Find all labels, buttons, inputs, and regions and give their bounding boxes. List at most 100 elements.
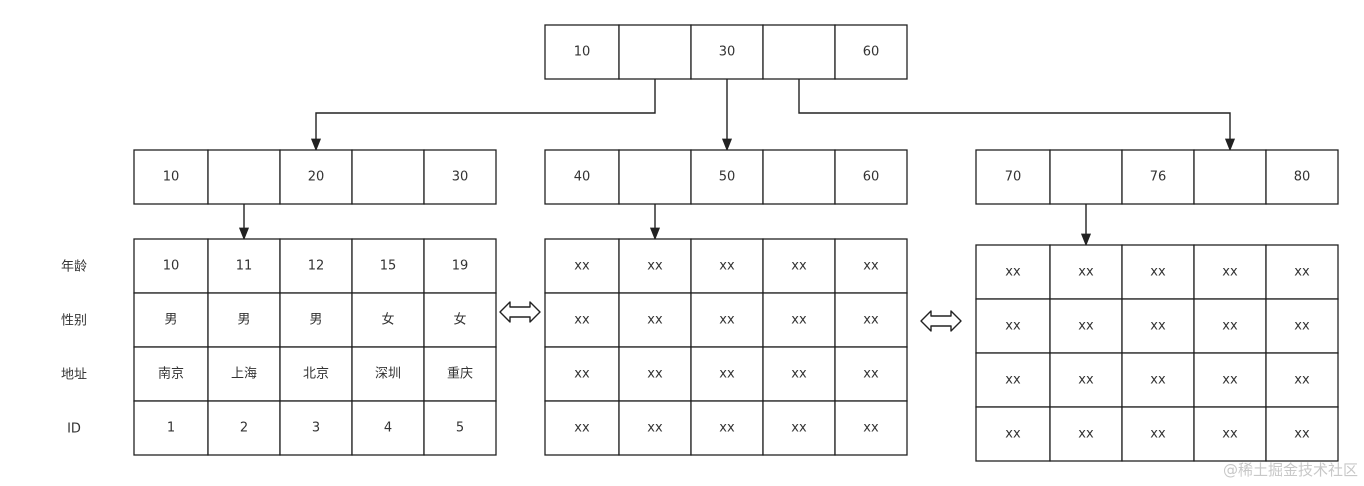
leaf-2-cell-box [834,292,908,348]
branch-2-key-cell-box [834,149,908,205]
leaf-3-cell-value: xx [1294,427,1310,442]
leaf-2-cell-box [544,346,620,402]
leaf-3-cell: xx [1121,244,1195,300]
leaf-3-cell-box [1049,244,1123,300]
leaf-3-cell: xx [975,352,1051,408]
leaf-3-cell-value: xx [1150,265,1166,280]
leaf-2-cell-value: xx [791,259,807,274]
branch-3-key-cell-value: 70 [1005,170,1022,185]
leaf-1-cell-value: 女 [453,312,466,328]
leaf-3-cell: xx [1193,244,1267,300]
leaf-2-cell-box [762,400,836,456]
leaf-1-cell-value: 男 [309,313,322,328]
leaf-3-cell-box [975,298,1051,354]
leaf-1-cell: 3 [279,400,353,456]
branch-2-key-cell-box [618,149,692,205]
leaf-link-arrow-2 [920,310,962,332]
branch-1-key-cell: 30 [423,149,497,205]
arrow-root-to-left-node [310,79,656,152]
row-label-id: ID [67,422,81,437]
leaf-3-cell: xx [1193,352,1267,408]
leaf-2-cell: xx [762,400,836,456]
leaf-2-cell-value: xx [863,367,879,382]
branch-2-key-cell-box [690,149,764,205]
leaf-1-cell-box [423,292,497,348]
leaf-3-cell-value: xx [1150,373,1166,388]
leaf-2-cell-value: xx [647,421,663,436]
leaf-2-cell: xx [834,346,908,402]
leaf-1-cell: 南京 [133,346,209,402]
leaf-2-cell-value: xx [863,313,879,328]
leaf-1-cell-value: 12 [308,259,325,274]
branch-1-key-cell-value: 20 [308,170,325,185]
leaf-1-cell-box [351,292,425,348]
leaf-2-cell-value: xx [863,421,879,436]
branch-2-key-cell: 50 [690,149,764,205]
leaf-1-cell: 男 [133,292,209,348]
leaf-1-cell-value: 5 [456,421,464,436]
leaf-3-cell-box [1265,298,1339,354]
leaf-1-cell-box [351,400,425,456]
leaf-3-cell-box [1193,406,1267,462]
leaf-2-cell-value: xx [647,367,663,382]
leaf-2-cell-box [544,238,620,294]
leaf-1-cell: 男 [279,292,353,348]
leaf-2-cell: xx [618,346,692,402]
leaf-1-cell-box [133,346,209,402]
leaf-2-cell-value: xx [574,313,590,328]
leaf-1-cell-value: 男 [164,313,177,328]
leaf-3-cell-box [1121,406,1195,462]
leaf-1-cell-box [133,400,209,456]
leaf-1-cell-box [423,346,497,402]
leaf-3-cell: xx [975,298,1051,354]
leaf-2-cell-box [690,346,764,402]
leaf-1-cell-value: 1 [167,421,175,436]
leaf-3-cell: xx [1049,244,1123,300]
leaf-3-cell-value: xx [1150,427,1166,442]
leaf-1-cell-value: 3 [312,421,320,436]
leaf-3-cell-value: xx [1294,319,1310,334]
leaf-2-cell: xx [618,400,692,456]
row-label-gender: 性别 [61,314,87,329]
leaf-2-cell: xx [544,238,620,294]
branch-3-key-cell-value: 76 [1150,170,1167,185]
leaf-1-cell: 5 [423,400,497,456]
leaf-2-cell-value: xx [791,313,807,328]
leaf-3-cell-box [1049,406,1123,462]
leaf-3-cell-value: xx [1294,373,1310,388]
leaf-2-cell: xx [544,400,620,456]
leaf-3-cell: xx [1265,244,1339,300]
leaf-2-cell: xx [834,292,908,348]
leaf-1-cell-value: 重庆 [447,366,473,382]
branch-1-key-cell: 10 [133,149,209,205]
leaf-3-cell: xx [1265,352,1339,408]
leaf-2-cell-box [690,292,764,348]
leaf-3-cell: xx [1265,298,1339,354]
leaf-1-cell-value: 4 [384,421,392,436]
branch-3-key-cell-box [1193,149,1267,205]
leaf-3-cell-value: xx [1005,265,1021,280]
branch-2-key-cell: 40 [544,149,620,205]
leaf-1-cell-box [133,238,209,294]
branch-3-key-cell-value: 80 [1294,170,1311,185]
leaf-1-cell-value: 11 [236,259,253,274]
leaf-3-cell-value: xx [1005,319,1021,334]
root-key-cell: 60 [834,24,908,80]
leaf-1-cell: 11 [207,238,281,294]
leaf-2-cell-value: xx [719,421,735,436]
row-label-address: 地址 [61,368,87,383]
leaf-3-cell: xx [1121,352,1195,408]
leaf-2-cell-value: xx [647,259,663,274]
leaf-2-cell: xx [762,346,836,402]
leaf-1-cell-value: 上海 [231,367,257,382]
leaf-2-cell-box [618,400,692,456]
leaf-1-cell-box [207,238,281,294]
root-key-cell-value: 10 [574,45,591,60]
leaf-1-cell: 19 [423,238,497,294]
leaf-2-cell-value: xx [647,313,663,328]
leaf-1-cell: 12 [279,238,353,294]
root-key-cell-box [544,24,620,80]
branch-3-key-cell-box [1049,149,1123,205]
leaf-1-cell: 10 [133,238,209,294]
